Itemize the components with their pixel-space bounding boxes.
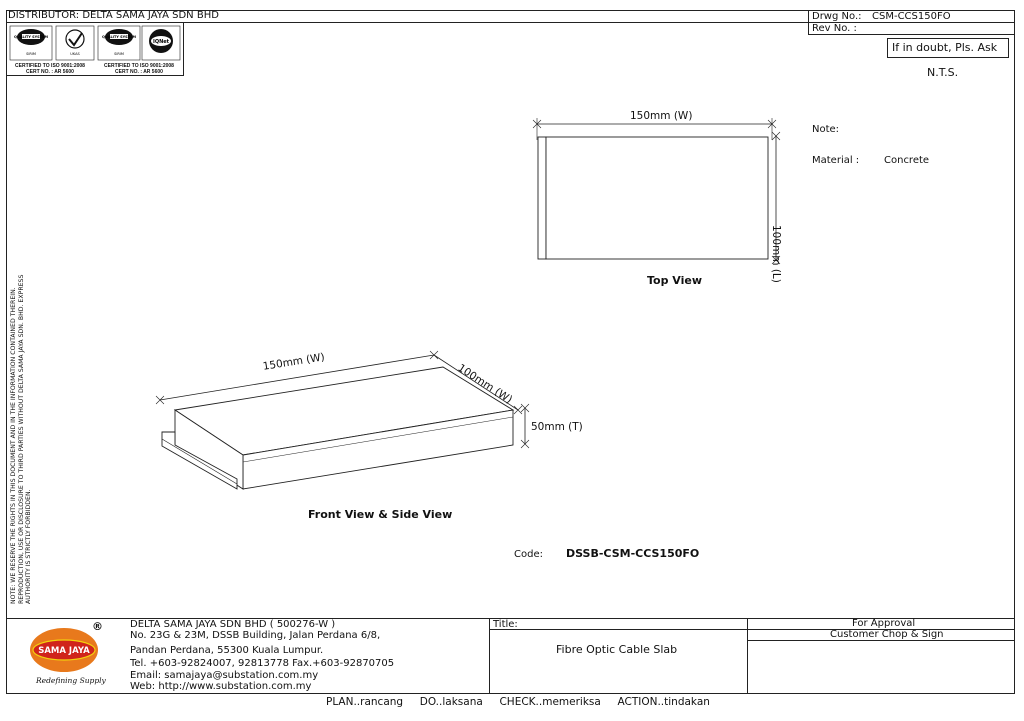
front-view-drawing: [155, 350, 530, 490]
cert-1-line2: CERT NO. : AR 5600: [26, 69, 74, 75]
company-website: Web: http://www.substation.com.my: [130, 681, 312, 692]
customer-chop-label: Customer Chop & Sign: [830, 629, 944, 640]
doubt-note: If in doubt, Pls. Ask: [892, 41, 998, 54]
material-value: Concrete: [884, 155, 930, 166]
material-label: Material :: [812, 155, 860, 166]
confidentiality-note: NOTE: WE RESERVE THE RIGHTS IN THIS DOCU…: [10, 274, 32, 604]
pdca-footer: PLAN..rancang DO..laksana CHECK..memerik…: [326, 696, 710, 708]
ukas-crown-icon: [65, 29, 85, 49]
doubt-note-box: [887, 38, 1009, 58]
company-email: Email: samajaya@substation.com.my: [130, 670, 319, 681]
code-value: DSSB-CSM-CCS150FO: [566, 547, 700, 560]
slab-lip: [161, 431, 238, 490]
title-block-divider-2: [747, 618, 748, 694]
ukas-check-icon: [68, 32, 83, 47]
distributor-text: DISTRIBUTOR: DELTA SAMA JAYA SDN BHD: [8, 10, 219, 21]
top-view-width-label: 150mm (W): [630, 110, 693, 122]
company-phone: Tel. +603-92824007, 92813778 Fax.+603-92…: [130, 658, 395, 669]
front-view-caption: Front View & Side View: [308, 508, 453, 521]
company-name: DELTA SAMA JAYA SDN BHD ( 500276-W ): [130, 619, 336, 630]
sirim-label-2: SIRIM: [114, 52, 124, 56]
revision-label: Rev No. :: [812, 23, 857, 34]
certification-text-2: CERTIFIED TO ISO 9001:2008 CERT NO. : AR…: [96, 63, 182, 75]
cert-2-line2: CERT NO. : AR 5600: [115, 69, 163, 75]
title-block-divider-1: [489, 618, 490, 694]
company-tagline: Redefining Supply: [36, 676, 106, 685]
company-address-1: No. 23G & 23M, DSSB Building, Jalan Perd…: [130, 630, 381, 641]
company-address-2: Pandan Perdana, 55300 Kuala Lumpur.: [130, 645, 324, 656]
front-view-thickness-label: 50mm (T): [531, 421, 583, 433]
scale-note: N.T.S.: [927, 66, 959, 79]
front-view-depth-dim-line: [433, 354, 519, 411]
iqnet-label: IQNet: [153, 39, 170, 45]
title-rule: [489, 629, 747, 630]
quality-badge-2-label: QUALITY SYSTEM: [102, 35, 136, 39]
sirim-label-1: SIRIM: [26, 52, 36, 56]
quality-badge-1-label: QUALITY SYSTEM: [14, 35, 48, 39]
top-view-slab-lip: [537, 136, 547, 260]
title-label: Title:: [493, 619, 518, 630]
for-approval-label: For Approval: [852, 618, 916, 629]
cert-2-line1: CERTIFIED TO ISO 9001:2008: [104, 63, 174, 69]
sama-jaya-logo: SAMA JAYA: [30, 628, 98, 672]
certification-text-1: CERTIFIED TO ISO 9001:2008 CERT NO. : AR…: [10, 63, 90, 75]
cert-1-line1: CERTIFIED TO ISO 9001:2008: [15, 63, 85, 69]
top-view-drawing: [532, 118, 781, 265]
title-block: [6, 618, 1015, 694]
drawing-number-value: CSM-CCS150FO: [872, 11, 951, 22]
certification-box: [6, 22, 184, 76]
approval-rule-1: [747, 629, 1015, 630]
certification-logos: QUALITY SYSTEM SIRIM UKAS QUALITY SYSTEM…: [9, 25, 181, 61]
note-label: Note:: [812, 124, 840, 135]
top-view-caption: Top View: [647, 274, 703, 287]
registered-mark: ®: [92, 620, 103, 633]
revision-box: [808, 22, 1015, 35]
code-label: Code:: [514, 549, 543, 560]
top-view-slab: [545, 136, 769, 260]
logo-text: SAMA JAYA: [38, 646, 90, 656]
top-view-length-label: 100mm (L): [770, 225, 782, 283]
drawing-title: Fibre Optic Cable Slab: [556, 643, 678, 656]
ukas-label: UKAS: [70, 52, 80, 56]
approval-rule-2: [747, 640, 1015, 641]
drawing-number-label: Drwg No.:: [812, 11, 862, 22]
front-view-width-dim-line: [159, 354, 435, 401]
